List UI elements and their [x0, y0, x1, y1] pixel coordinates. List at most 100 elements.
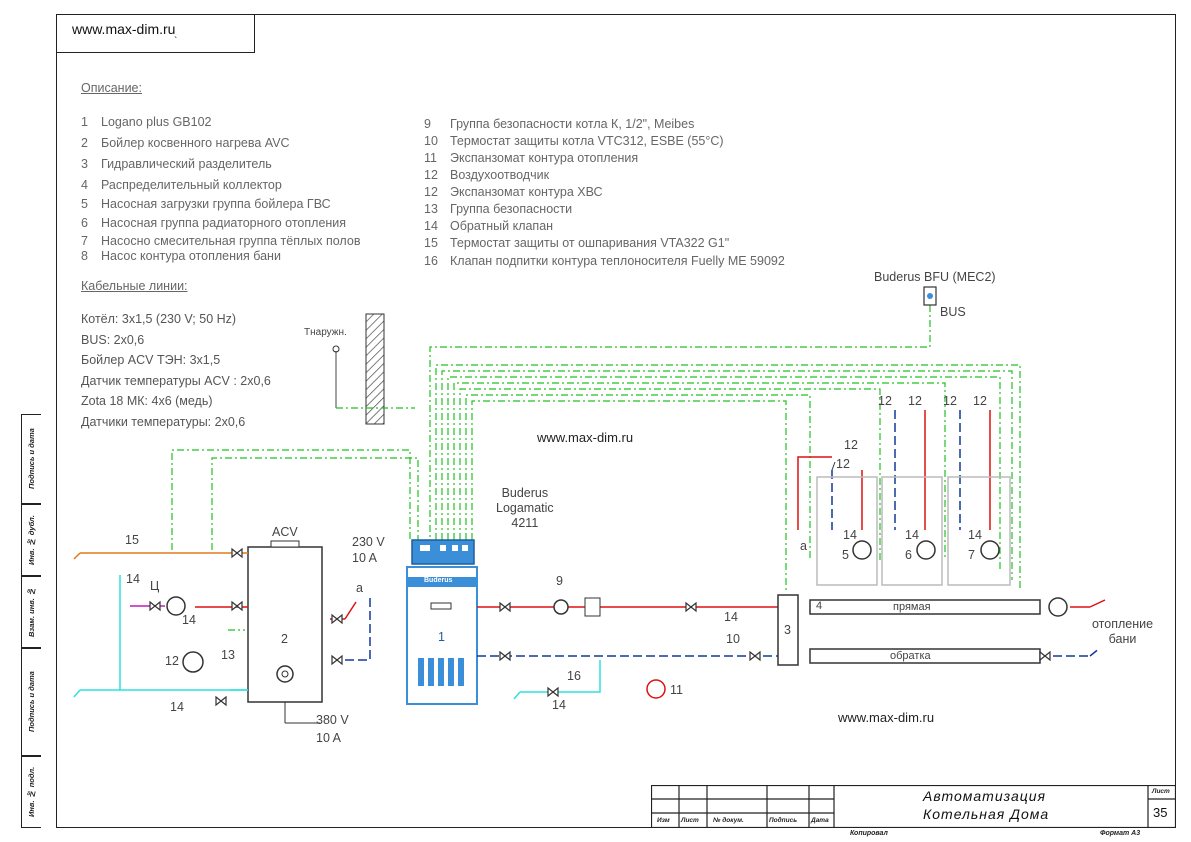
callout: 2: [281, 632, 288, 646]
cable-item: Датчик температуры ACV : 2х0,6: [81, 373, 271, 388]
valves: [149, 547, 1051, 707]
callout: 14: [170, 700, 184, 714]
callout: 12: [908, 394, 922, 408]
callout: 7: [968, 548, 975, 562]
callout: 15: [125, 533, 139, 547]
cable-item: Zota 18 МК: 4х6 (медь): [81, 394, 213, 408]
logamatic-controller: [411, 539, 475, 565]
bus-label: BUS: [940, 305, 966, 319]
boiler-brand: Buderus: [424, 577, 453, 584]
wall-hatch: [365, 313, 385, 425]
callout: 14: [968, 528, 982, 542]
cold-water-lines: [73, 575, 601, 700]
callout: 3: [784, 623, 791, 637]
callout: 12: [836, 457, 850, 471]
bfu-label: Buderus BFU (MEC2): [874, 270, 996, 284]
voltage-230-label: 230 V: [352, 535, 385, 549]
cable-item: Датчики температуры: 2х0,6: [81, 414, 246, 429]
expansion-vessel: [646, 679, 666, 699]
callout: 14: [724, 610, 738, 624]
amp-10b-label: 10 A: [316, 731, 342, 745]
pumps: [166, 540, 1068, 617]
col-list: Лист: [681, 817, 699, 824]
collector-supply: [809, 599, 1041, 615]
cables-heading: Кабельные линии:: [81, 279, 188, 293]
col-doc: № докум.: [713, 817, 744, 824]
callout: 14: [843, 528, 857, 542]
col-izm: Изм: [657, 817, 670, 824]
callout: 4: [816, 600, 823, 612]
callout: 10: [726, 632, 740, 646]
site-label: www.max-dim.ru: [72, 21, 176, 37]
callout: 14: [552, 698, 566, 712]
supply-label: прямая: [893, 601, 931, 613]
label-a-1: a: [356, 581, 363, 595]
title-block-grid: [651, 785, 1176, 828]
callout: 12: [973, 394, 987, 408]
label-a-2: a: [800, 539, 807, 553]
drawing-frame: [56, 14, 1176, 828]
site-tick: `: [174, 36, 178, 47]
cables-list: Котёл: 3х1,5 (230 V; 50 Hz) BUS: 2х0,6 Б…: [81, 309, 271, 432]
callout: 14: [182, 613, 196, 627]
pressure-gauge: [182, 651, 204, 673]
return-label: обратка: [890, 650, 931, 662]
sheet-label: Лист: [1152, 788, 1170, 795]
callout: 11: [670, 683, 683, 697]
format-label: Формат А3: [1100, 830, 1141, 837]
callout: 16: [567, 669, 581, 683]
title-block: Автоматизация Котельная Дома Изм Лист № …: [651, 785, 1176, 828]
site-stamp: www.max-dim.ru `: [56, 14, 255, 53]
copied-label: Копировал: [850, 830, 888, 837]
callout: 12: [943, 394, 957, 408]
hydraulic-separator: [777, 594, 799, 666]
cable-item: Бойлер ACV ТЭН: 3х1,5: [81, 353, 221, 367]
callout: 12: [165, 654, 179, 668]
callout: 1: [438, 630, 445, 644]
callout: 14: [905, 528, 919, 542]
watermark-1: www.max-dim.ru: [537, 430, 634, 445]
description-heading: Описание:: [81, 81, 142, 95]
cable-item: BUS: 2х0,6: [81, 332, 145, 347]
label-c: Ц: [150, 579, 160, 593]
acv-boiler-tank: [247, 546, 323, 703]
callout: 12: [844, 438, 858, 452]
col-sign: Подпись: [769, 817, 798, 824]
amp-10-label: 10 A: [352, 551, 378, 565]
title-line-1: Автоматизация: [923, 788, 1047, 804]
cable-item: Котёл: 3х1,5 (230 V; 50 Hz): [81, 312, 237, 326]
callout: 6: [905, 548, 912, 562]
signal-lines: [171, 305, 1021, 631]
outdoor-sensor-label: Тнаружн.: [304, 327, 347, 338]
col-date: Дата: [811, 817, 829, 824]
acv-label: ACV: [272, 525, 298, 539]
callout: 12: [878, 394, 892, 408]
supply-lines: [195, 410, 1106, 620]
callout: 14: [126, 572, 140, 586]
callout: 5: [842, 548, 849, 562]
callout: 13: [221, 648, 235, 662]
air-vents: [831, 461, 836, 471]
